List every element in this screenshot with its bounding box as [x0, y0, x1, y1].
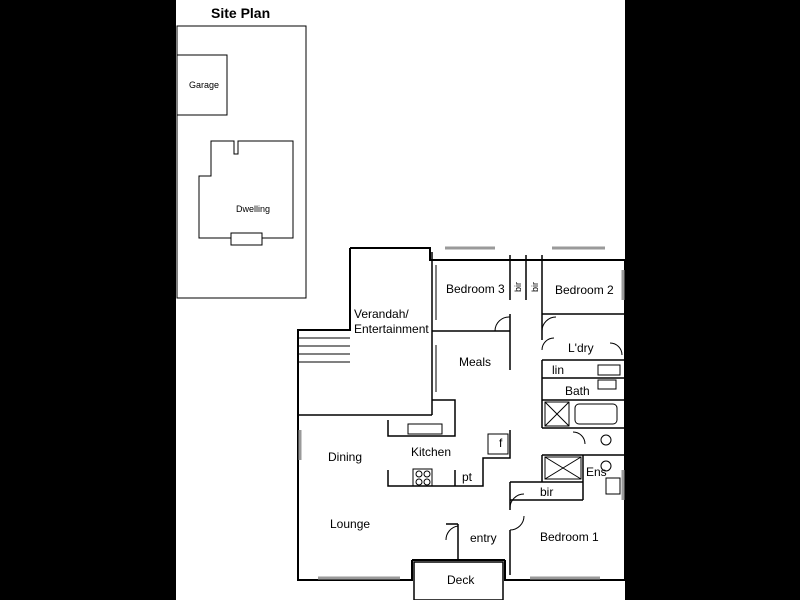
bedroom-1-label: Bedroom 1 — [540, 530, 599, 544]
verandah-label-line-1: Verandah/ — [354, 307, 409, 321]
bedroom-2-label: Bedroom 2 — [555, 283, 614, 297]
dwelling-porch — [230, 232, 263, 246]
fridge-label: f — [499, 436, 503, 450]
entry-label: entry — [470, 531, 497, 545]
pantry-label: pt — [462, 470, 473, 484]
dwelling-outline — [198, 140, 294, 239]
bir-bedroom-3-label: bir — [513, 282, 523, 292]
laundry-label: L'dry — [568, 341, 594, 355]
dining-label: Dining — [328, 450, 362, 464]
dwelling-label: Dwelling — [236, 204, 270, 214]
garage-label: Garage — [189, 80, 219, 90]
lounge-label: Lounge — [330, 517, 370, 531]
deck-outline — [413, 561, 504, 600]
verandah-steps — [298, 337, 350, 363]
verandah-label-line-2: Entertainment — [354, 322, 429, 336]
ensuite-label: Ens — [586, 465, 607, 479]
bath-label: Bath — [565, 384, 590, 398]
site-plan-title: Site Plan — [211, 5, 270, 21]
linen-label: lin — [552, 363, 564, 377]
door-swings — [445, 316, 623, 541]
bedroom-3-label: Bedroom 3 — [446, 282, 505, 296]
interior-walls — [298, 252, 625, 575]
deck-label: Deck — [447, 573, 475, 587]
meals-label: Meals — [459, 355, 491, 369]
bir-bedroom-2-label: bir — [530, 282, 540, 292]
garage-outline — [176, 54, 228, 116]
windows — [298, 246, 625, 580]
kitchen-label: Kitchen — [411, 445, 451, 459]
bir-bedroom-1-label: bir — [540, 485, 553, 499]
fixtures — [407, 364, 621, 495]
site-boundary — [176, 25, 307, 299]
